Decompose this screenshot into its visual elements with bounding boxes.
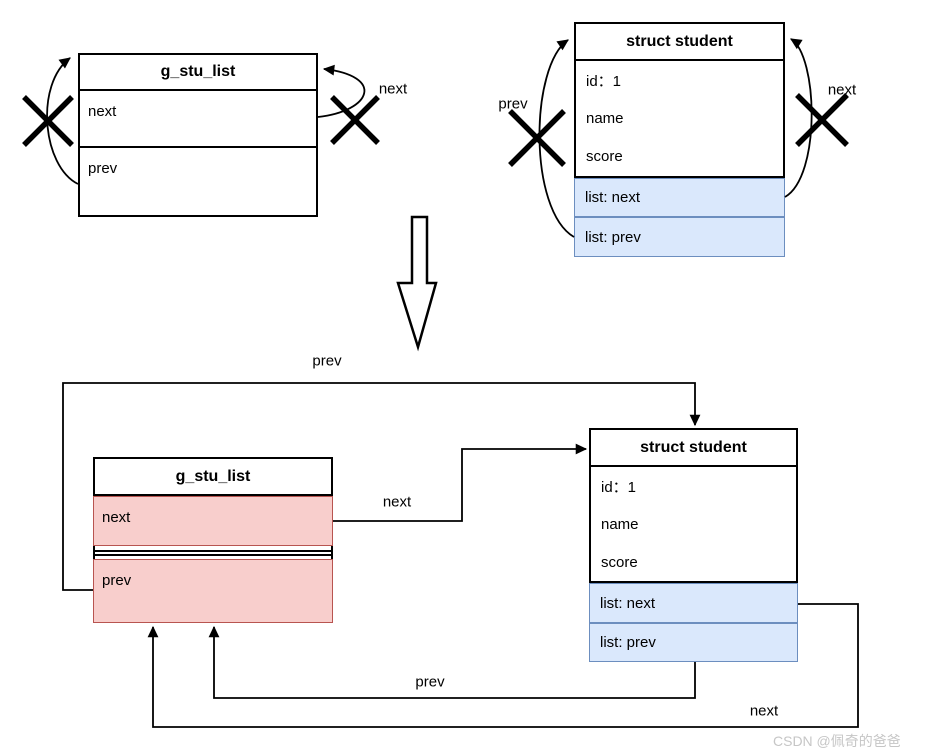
row-list-prev: list: prev [589,623,798,662]
row-next: next [78,91,318,148]
self-loop-arrow-gstulist-prev [46,57,79,185]
row-prev: prev [78,148,318,217]
box-title: g_stu_list [78,53,318,91]
self-loop-arrow-student-prev [538,39,575,238]
watermark: CSDN @佩奇的爸爸 [773,733,901,749]
row-list-next: list: next [589,583,798,623]
row-prev: prev [93,559,333,623]
edge-label-prev-top: prev [312,352,342,370]
student-box-initial: struct student id：1 name score list: nex… [574,22,785,257]
edge-label-next-mid: next [382,493,412,511]
gstulist-box-linked: g_stu_list next prev [93,457,333,623]
cross-out-icon-right-tr [795,93,849,147]
divider-line [95,554,331,556]
transform-arrow-icon [396,215,438,352]
divider-line [95,550,331,552]
edge-label-next-tl: next [378,80,408,98]
self-loop-arrow-student-next [784,38,813,198]
student-fields: id：1 name score [574,61,785,178]
edge-label-next-bottom: next [749,702,779,720]
self-loop-arrow-gstulist-next [317,64,366,118]
field-score: score [586,148,623,166]
box-title: g_stu_list [93,457,333,496]
gstulist-box-initial: g_stu_list next prev [78,53,318,217]
field-id: id：1 [586,72,622,90]
field-score: score [601,553,638,571]
empty-slot [93,546,333,559]
field-name: name [601,515,639,533]
field-name: name [586,109,624,127]
edge-label-prev-bottom: prev [415,673,445,691]
edge-label-prev-tr: prev [498,95,528,113]
connector-gstulist-next-to-student [333,443,588,522]
student-fields: id：1 name score [589,467,798,583]
box-title: struct student [574,22,785,61]
cross-out-icon-left-tl [22,95,74,147]
student-box-linked: struct student id：1 name score list: nex… [589,428,798,662]
box-title: struct student [589,428,798,467]
cross-out-icon-left-tr [508,109,566,167]
row-list-prev: list: prev [574,217,785,257]
field-id: id：1 [601,478,637,496]
row-next: next [93,496,333,546]
row-list-next: list: next [574,178,785,217]
edge-label-next-tr: next [827,81,857,99]
cross-out-icon-right-tl [330,95,380,145]
